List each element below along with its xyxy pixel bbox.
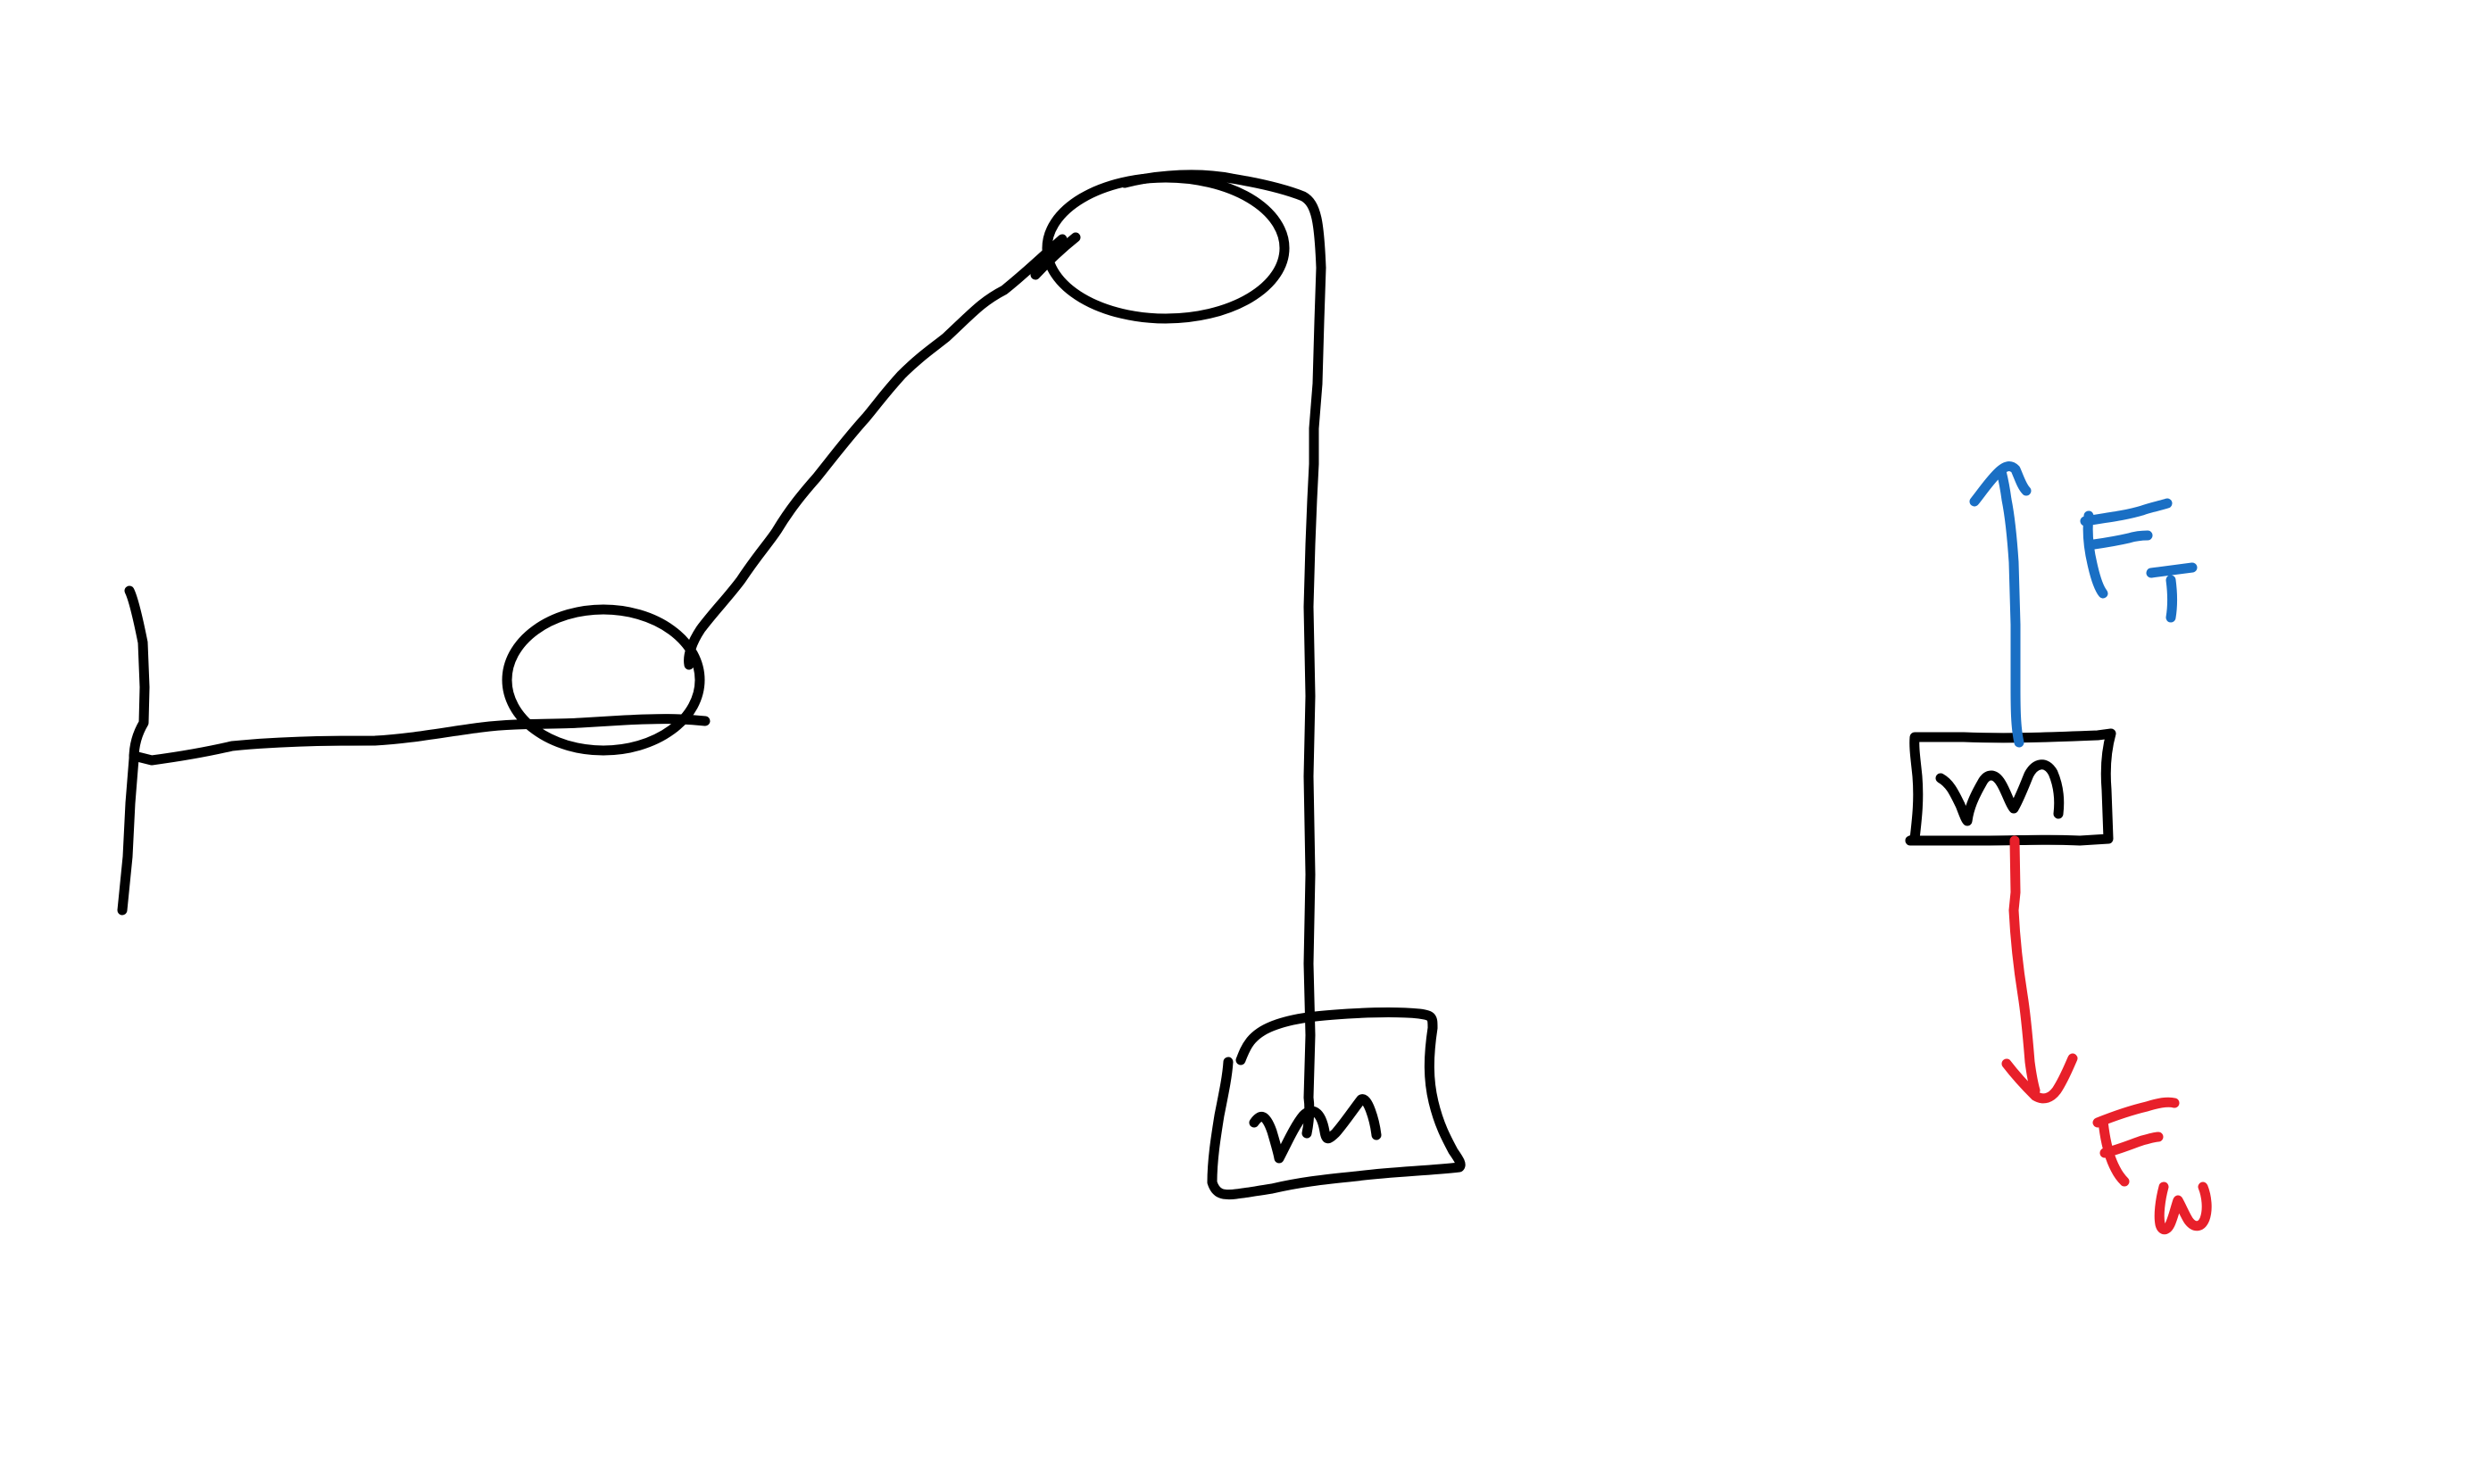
pulley-large	[1042, 172, 1290, 324]
hanging-mass-label: m	[1312, 1135, 1321, 1145]
tension-label-F	[2080, 498, 2173, 599]
tension-arrow-head	[1969, 461, 2032, 507]
weight-label-sub: w	[2148, 1158, 2155, 1168]
fbd-box	[1905, 728, 2116, 846]
tension-label-subscript-T	[2146, 562, 2198, 623]
fbd-mass-letter-m	[1935, 759, 2065, 826]
hanging-mass-letter-m	[1249, 1094, 1382, 1164]
tension-arrow-shaft	[1996, 466, 2024, 748]
wall-anchor	[117, 585, 150, 916]
rope-over-pulley	[1119, 170, 1326, 1139]
rope-knot	[1030, 232, 1081, 280]
weight-label-subscript-w	[2154, 1181, 2212, 1235]
rope-diagonal	[684, 234, 1068, 670]
tension-label-sub: T	[2129, 551, 2136, 561]
pulley-small	[502, 604, 705, 756]
rope-horizontal	[129, 714, 711, 766]
weight-arrow-head	[2001, 1053, 2078, 1104]
weight-label-text: Fw	[2142, 1153, 2155, 1168]
weight-arrow-shaft	[2008, 835, 2041, 1096]
hanging-mass-box	[1207, 1007, 1466, 1200]
fbd-mass-label: m	[2008, 792, 2017, 801]
tension-label-text: FT	[2124, 546, 2136, 561]
weight-label-F	[2092, 1097, 2180, 1187]
